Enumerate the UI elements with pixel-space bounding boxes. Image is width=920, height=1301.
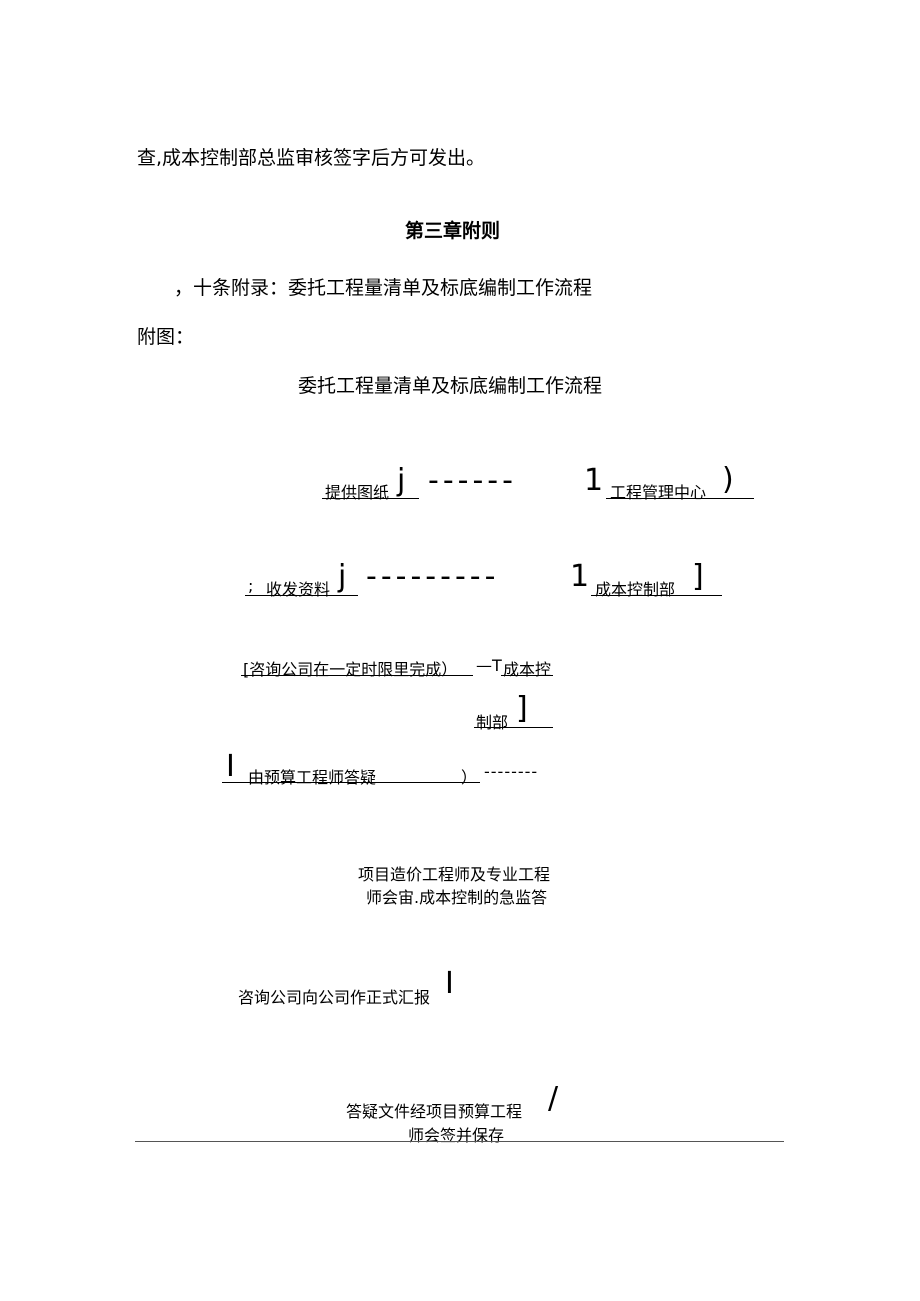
step1-mark-left: j <box>397 463 406 498</box>
step2-mark-left: j <box>338 559 347 594</box>
step3-target-line1: 成本控 <box>503 660 552 679</box>
step7-bracket: / <box>548 1081 559 1116</box>
step3-underline-left <box>241 675 473 676</box>
step2-bracket: ] <box>692 559 704 594</box>
step3-underline-bottom <box>474 727 553 728</box>
step2-mark-right: 1 <box>570 559 590 594</box>
step7-line1: 答疑文件经项目预算工程 <box>346 1102 523 1121</box>
paragraph-text: 查,成本控制部总监审核签字后方可发出。 <box>137 147 486 169</box>
step7-line2: 师会签并保存 <box>408 1126 505 1145</box>
step1-bracket: ) <box>722 462 734 497</box>
step2-underline-right <box>591 595 722 596</box>
step5-line1: 项目造价工程师及专业工程 <box>358 865 551 884</box>
step1-underline-right <box>606 498 754 499</box>
step6-label: 咨询公司向公司作正式汇报 <box>238 988 431 1007</box>
step3-label: [咨询公司在一定时限里完成） <box>243 660 458 679</box>
step4-mark: I <box>226 749 235 784</box>
step1-dashes: ------ <box>428 463 517 498</box>
step6-mark: I <box>445 966 454 1001</box>
step1-underline-left <box>322 498 419 499</box>
step4-underline <box>222 782 480 783</box>
article-line: ，十条附录：委托工程量清单及标底编制工作流程 <box>174 277 593 299</box>
step2-dashes: --------- <box>366 559 500 594</box>
step2-label: 收发资料 <box>266 580 331 599</box>
step4-label: 由预算工程师答疑 <box>248 768 377 787</box>
step3-target-line2: 制部 <box>476 713 509 732</box>
step5-line2: 师会宙.成本控制的急监答 <box>366 888 548 907</box>
step4-paren: ） <box>461 768 478 787</box>
step4-dashes: -------- <box>484 762 539 781</box>
step2-target: 成本控制部 <box>595 580 676 599</box>
step1-label: 提供图纸 <box>325 483 390 502</box>
step1-target: 工程管理中心 <box>610 483 707 502</box>
attachment-label: 附图： <box>137 326 195 348</box>
step2-prefix: ; <box>248 576 254 595</box>
step3-bracket: ] <box>516 691 528 726</box>
step1-mark-right: 1 <box>584 463 604 498</box>
step3-underline-right <box>501 675 553 676</box>
step3-arrow: —T <box>476 656 502 675</box>
figure-title: 委托工程量清单及标底编制工作流程 <box>298 375 603 397</box>
chapter-heading: 第三章附则 <box>405 220 501 242</box>
step2-underline-left <box>245 595 358 596</box>
page-divider <box>135 1141 784 1142</box>
